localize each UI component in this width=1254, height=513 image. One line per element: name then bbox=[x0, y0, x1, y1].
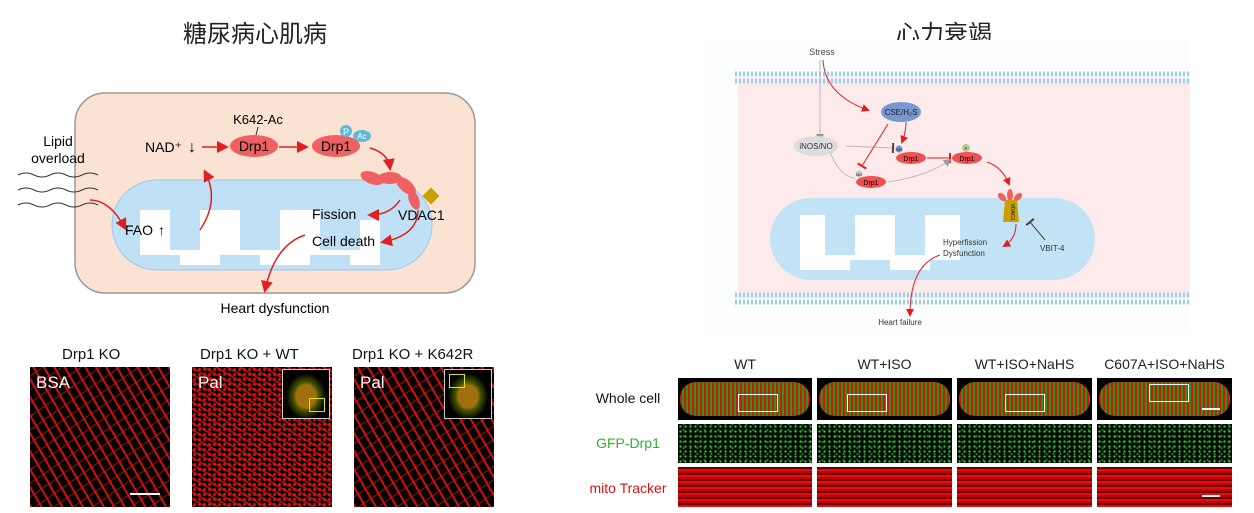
lipid-label: Lipid bbox=[43, 133, 73, 149]
panel-tag: Pal bbox=[198, 373, 223, 392]
heart-dysfunction-label: Heart dysfunction bbox=[221, 300, 330, 316]
svg-text:VDAC1: VDAC1 bbox=[1009, 204, 1015, 221]
hyperfission-label: Hyperfission bbox=[943, 238, 987, 247]
whole-cell-image bbox=[1097, 378, 1232, 420]
cse-node: CSE/H₂S bbox=[885, 108, 918, 117]
drp1-node: Drp1 bbox=[239, 138, 270, 154]
panel-tag: BSA bbox=[36, 373, 71, 392]
whole-cell-image bbox=[678, 378, 812, 420]
left-title: 糖尿病心肌病 bbox=[183, 20, 327, 48]
gfp-drp1-image bbox=[1097, 424, 1232, 463]
whole-cell-image bbox=[817, 378, 952, 420]
mito-tracker-image bbox=[957, 467, 1092, 507]
column-header: C607A+ISO+NaHS bbox=[1104, 356, 1225, 372]
svg-text:P: P bbox=[965, 146, 968, 151]
nad-label: NAD⁺ bbox=[145, 139, 182, 155]
mito-tracker-image bbox=[817, 467, 952, 507]
svg-text:SH: SH bbox=[896, 147, 902, 152]
panel-header: Drp1 KO + WT bbox=[200, 346, 299, 363]
vbit-label: VBIT-4 bbox=[1040, 244, 1065, 253]
mito-tracker-image bbox=[678, 467, 812, 507]
row-label-gfp: GFP-Drp1 bbox=[596, 435, 660, 451]
dysfunction-label: Dysfunction bbox=[943, 249, 985, 258]
svg-text:Drp1: Drp1 bbox=[863, 180, 878, 187]
heart-failure-label: Heart failure bbox=[878, 318, 922, 327]
svg-text:Drp1: Drp1 bbox=[959, 156, 974, 163]
k642-label: K642-Ac bbox=[233, 112, 283, 127]
svg-text:↓: ↓ bbox=[188, 139, 196, 156]
svg-text:P: P bbox=[343, 127, 349, 137]
lipid-label-2: overload bbox=[31, 150, 85, 166]
whole-cell-image bbox=[957, 378, 1092, 420]
svg-text:↑: ↑ bbox=[158, 222, 165, 238]
heart-failure-diagram: Stress CSE/H₂S iNOS/NO Drp1 SH Drp1 P Dr… bbox=[735, 47, 1190, 327]
svg-text:Ac: Ac bbox=[357, 132, 366, 141]
fao-label: FAO bbox=[125, 222, 153, 238]
micrograph-wt: Pal bbox=[192, 367, 332, 507]
fission-label: Fission bbox=[312, 206, 356, 222]
vdac1-label: VDAC1 bbox=[398, 207, 445, 223]
mitochondrion bbox=[111, 179, 433, 271]
svg-text:NO: NO bbox=[856, 172, 862, 177]
drp1-node: Drp1 bbox=[321, 138, 352, 154]
gfp-drp1-image bbox=[817, 424, 952, 463]
row-label-mito: mito Tracker bbox=[589, 480, 667, 496]
micrograph-k642r: Pal bbox=[354, 367, 494, 507]
svg-text:Drp1: Drp1 bbox=[903, 156, 918, 163]
gfp-drp1-image bbox=[957, 424, 1092, 463]
inos-node: iNOS/NO bbox=[799, 142, 832, 151]
panel-header: Drp1 KO + K642R bbox=[352, 346, 474, 363]
micrograph-bsa: BSA bbox=[30, 367, 170, 507]
panel-header: Drp1 KO bbox=[62, 346, 121, 363]
diabetic-cardiomyopathy-diagram: Lipid overload FAO ↑ NAD⁺ ↓ Drp1 K642-Ac… bbox=[17, 92, 476, 316]
mito-tracker-image bbox=[1097, 467, 1232, 507]
column-header: WT bbox=[734, 356, 756, 372]
row-label-whole-cell: Whole cell bbox=[595, 390, 661, 406]
panel-tag: Pal bbox=[360, 373, 385, 392]
cell-death-label: Cell death bbox=[312, 233, 375, 249]
column-header: WT+ISO+NaHS bbox=[974, 356, 1075, 372]
gfp-drp1-image bbox=[678, 424, 812, 463]
column-header: WT+ISO bbox=[857, 356, 912, 372]
stress-label: Stress bbox=[809, 47, 835, 57]
